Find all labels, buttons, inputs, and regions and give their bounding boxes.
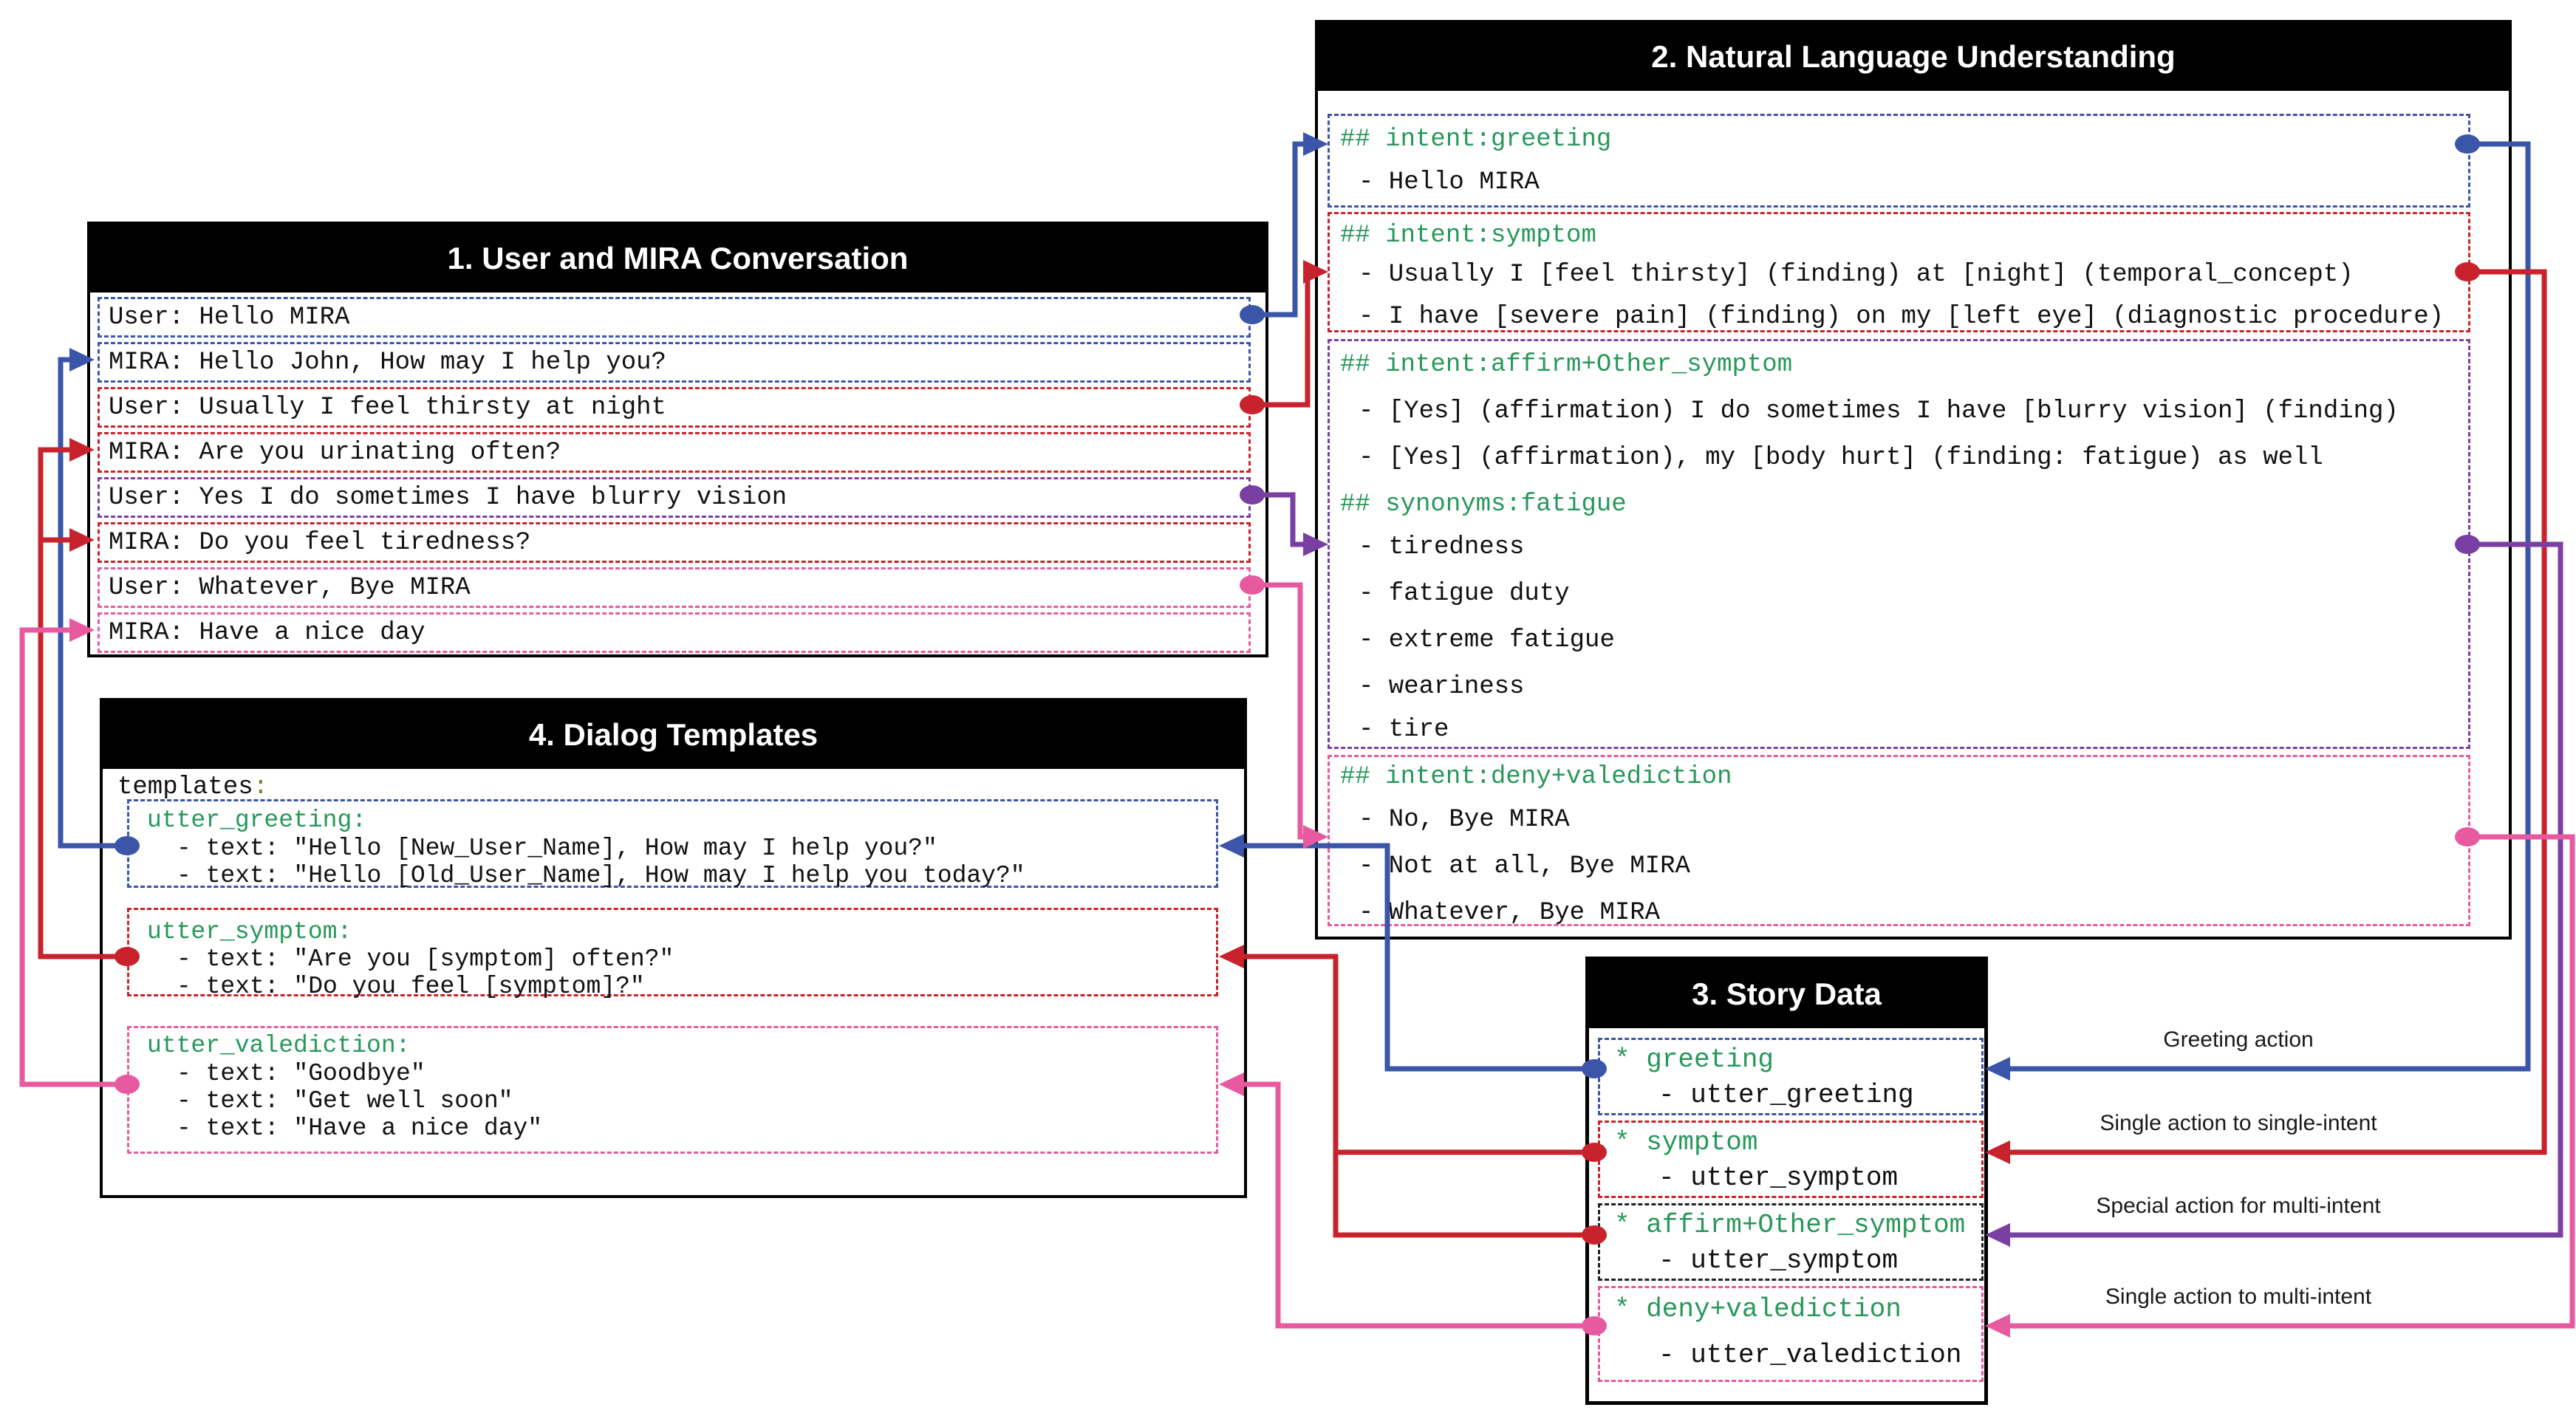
label-special-multi-intent: Special action for multi-intent — [2032, 1191, 2445, 1221]
label-single-to-single-intent: Single action to single-intent — [2032, 1109, 2445, 1138]
nlu-symptom-example-1: - Usually I [feel thirsty] (finding) at … — [1359, 257, 2354, 292]
conversation-row-mira-tired: MIRA: Do you feel tiredness? — [98, 522, 1251, 563]
utter-symptom-text-2: - text: "Do you feel [symptom]?" — [177, 969, 645, 1005]
label-greeting-action: Greeting action — [2032, 1025, 2445, 1055]
conversation-row-user-bye: User: Whatever, Bye MIRA — [98, 567, 1251, 608]
nlu-synonym-4: - weariness — [1359, 669, 1524, 705]
panel-story-title: 3. Story Data — [1589, 960, 1984, 1028]
panel-conversation-title: 1. User and MIRA Conversation — [90, 225, 1265, 292]
wire-story-deny-to-utter-valediction — [1243, 1084, 1594, 1326]
nlu-synonym-3: - extreme fatigue — [1359, 623, 1615, 658]
wire-story-multi-to-utter-symptom — [1243, 957, 1594, 1235]
nlu-multi-example-1: - [Yes] (affirmation) I do sometimes I h… — [1359, 394, 2399, 429]
conversation-row-mira-urinate: MIRA: Are you urinating often? — [98, 432, 1251, 473]
conversation-row-user-thirsty: User: Usually I feel thirsty at night — [98, 387, 1251, 428]
story-symptom-intent: * symptom — [1614, 1125, 1757, 1160]
templates-root-colon: : — [253, 773, 268, 801]
nlu-synonym-1: - tiredness — [1359, 530, 1524, 565]
story-deny-action: - utter_valediction — [1658, 1338, 1961, 1373]
nlu-multi-header: ## intent:affirm+Other_symptom — [1340, 347, 1792, 383]
arrowhead-into-story-deny — [1985, 1314, 2010, 1338]
label-single-to-multi-intent: Single action to multi-intent — [2032, 1282, 2445, 1312]
nlu-symptom-example-2: - I have [severe pain] (finding) on my [… — [1359, 299, 2444, 335]
conversation-rows: User: Hello MIRA MIRA: Hello John, How m… — [98, 297, 1251, 653]
nlu-synonym-5: - tire — [1359, 712, 1449, 747]
panel-nlu-title: 2. Natural Language Understanding — [1318, 23, 2509, 91]
story-deny-intent: * deny+valediction — [1614, 1292, 1902, 1327]
nlu-synonym-2: - fatigue duty — [1359, 576, 1570, 612]
story-symptom-action: - utter_symptom — [1658, 1160, 1898, 1196]
utter-valediction-text-3: - text: "Have a nice day" — [177, 1111, 542, 1146]
story-multi-action: - utter_symptom — [1658, 1243, 1898, 1279]
conversation-row-mira-hello: MIRA: Hello John, How may I help you? — [98, 342, 1251, 383]
conversation-row-mira-niceday: MIRA: Have a nice day — [98, 612, 1251, 653]
nlu-deny-header: ## intent:deny+valediction — [1340, 759, 1732, 795]
story-greeting-intent: * greeting — [1614, 1042, 1774, 1078]
nlu-synonyms-header: ## synonyms:fatigue — [1340, 487, 1627, 522]
arrowhead-into-story-greeting — [1985, 1057, 2010, 1081]
panel-templates-title: 4. Dialog Templates — [103, 701, 1244, 769]
nlu-greeting-header: ## intent:greeting — [1340, 122, 1611, 157]
story-greeting-action: - utter_greeting — [1658, 1078, 1914, 1113]
templates-root-word: templates — [117, 773, 253, 801]
arrowhead-into-story-multi — [1985, 1223, 2010, 1247]
nlu-deny-example-2: - Not at all, Bye MIRA — [1359, 849, 1690, 884]
nlu-deny-example-3: - Whatever, Bye MIRA — [1359, 895, 1660, 931]
utter-greeting-text-2: - text: "Hello [Old_User_Name], How may … — [177, 858, 1025, 894]
panel-templates: 4. Dialog Templates templates: utter_gre… — [100, 698, 1247, 1198]
conversation-row-user-blurry: User: Yes I do sometimes I have blurry v… — [98, 477, 1251, 518]
nlu-symptom-header: ## intent:symptom — [1340, 218, 1596, 253]
nlu-deny-example-1: - No, Bye MIRA — [1359, 802, 1570, 838]
nlu-greeting-example: - Hello MIRA — [1359, 165, 1540, 200]
conversation-row-user-hello: User: Hello MIRA — [98, 297, 1251, 338]
arrowhead-into-story-symptom — [1985, 1140, 2010, 1164]
nlu-multi-example-2: - [Yes] (affirmation), my [body hurt] (f… — [1359, 440, 2323, 476]
panel-nlu: 2. Natural Language Understanding ## int… — [1315, 20, 2512, 940]
panel-conversation: 1. User and MIRA Conversation User: Hell… — [87, 222, 1268, 657]
story-multi-intent: * affirm+Other_symptom — [1614, 1208, 1965, 1243]
panel-story: 3. Story Data * greeting - utter_greetin… — [1585, 957, 1988, 1405]
